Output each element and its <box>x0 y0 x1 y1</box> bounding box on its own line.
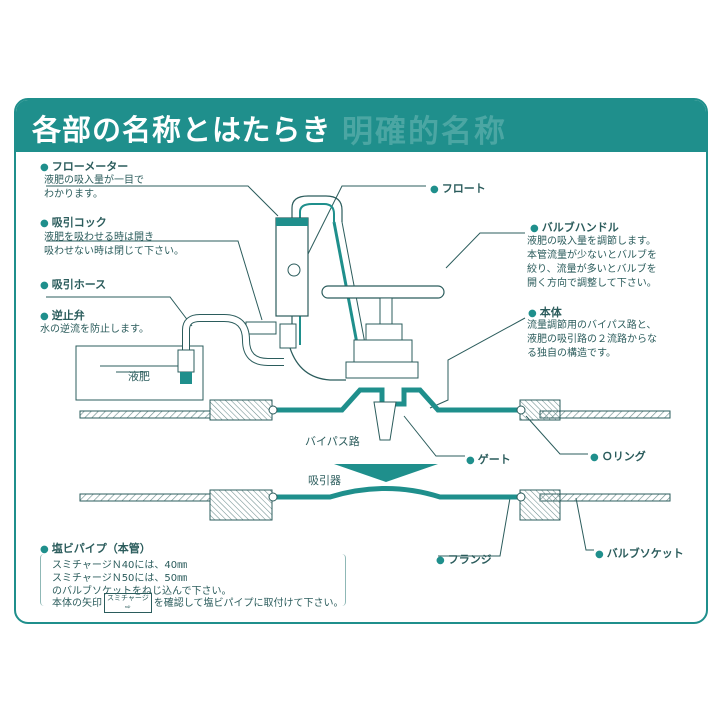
arrow-badge-text: スミチャージ <box>107 594 149 602</box>
gate <box>373 401 397 441</box>
pvc-note-2: スミチャージＮ50には、50㎜ <box>52 573 188 584</box>
label-flange: ●フランジ <box>436 553 492 566</box>
suction-hose <box>182 314 284 366</box>
desc-check-valve: 水の逆流を防止します。 <box>40 324 149 335</box>
label-flowmeter: ●フローメーター <box>40 160 129 173</box>
pvc-note-box <box>40 554 346 606</box>
pvc-note-4-before: 本体の矢印 <box>52 598 102 609</box>
pvc-note-3: のバルブソケットをねじ込んで下さい。 <box>52 586 232 597</box>
label-o-ring: ●Ｏリング <box>590 450 646 463</box>
flow-label-liquid: 液肥 <box>128 370 150 383</box>
label-float: ●フロート <box>430 182 486 195</box>
flow-label-suction: 吸引器 <box>308 474 341 487</box>
label-pvc-pipe: ●塩ビパイプ（本管） <box>40 542 151 555</box>
label-suction-cock: ●吸引コック <box>40 216 107 229</box>
arrow-icon: ⇨ <box>124 603 131 611</box>
suction-cock <box>245 321 346 381</box>
label-check-valve: ●逆止弁 <box>40 309 85 322</box>
down-arrow <box>334 464 438 482</box>
pvc-note-1: スミチャージＮ40には、40㎜ <box>52 560 188 571</box>
leader-lines <box>46 185 594 557</box>
desc-body: 流量調節用のバイパス路と、液肥の吸引路の２流路からなる独自の構造です。 <box>527 320 657 359</box>
desc-flowmeter: 液肥の吸入量が一目でわかります。 <box>44 175 144 200</box>
title-band: 明確的名称 各部の名称とはたらき <box>16 100 706 152</box>
page-title: 各部の名称とはたらき <box>32 113 332 147</box>
arrow-badge: スミチャージ⇨ <box>104 593 152 613</box>
desc-valve-handle: 液肥の吸入量を調節します。本管流量が少ないとバルブを 絞り、流量が多いとバルブを… <box>527 236 657 289</box>
desc-suction-cock: 液肥を吸わせる時は開き吸わせない時は閉じて下さい。 <box>44 232 184 257</box>
label-suction-hose: ●吸引ホース <box>40 278 107 291</box>
label-gate: ●ゲート <box>466 453 511 466</box>
flow-label-bypass: バイパス路 <box>305 435 360 448</box>
label-valve-socket: ●バルブソケット <box>595 547 684 560</box>
pvc-note-4-after: を確認して塩ビパイプに取付けて下さい。 <box>153 598 344 609</box>
flowmeter <box>275 195 343 345</box>
label-valve-handle: ●バルブハンドル <box>530 221 619 234</box>
label-body: ●本体 <box>528 306 562 319</box>
lower-main-pipe <box>79 486 671 521</box>
check-valve <box>177 349 195 384</box>
pvc-note-4: 本体の矢印スミチャージ⇨を確認して塩ビパイプに取付けて下さい。 <box>52 593 344 613</box>
valve-handle <box>321 285 445 379</box>
title-ghost-text: 明確的名称 <box>342 114 507 150</box>
